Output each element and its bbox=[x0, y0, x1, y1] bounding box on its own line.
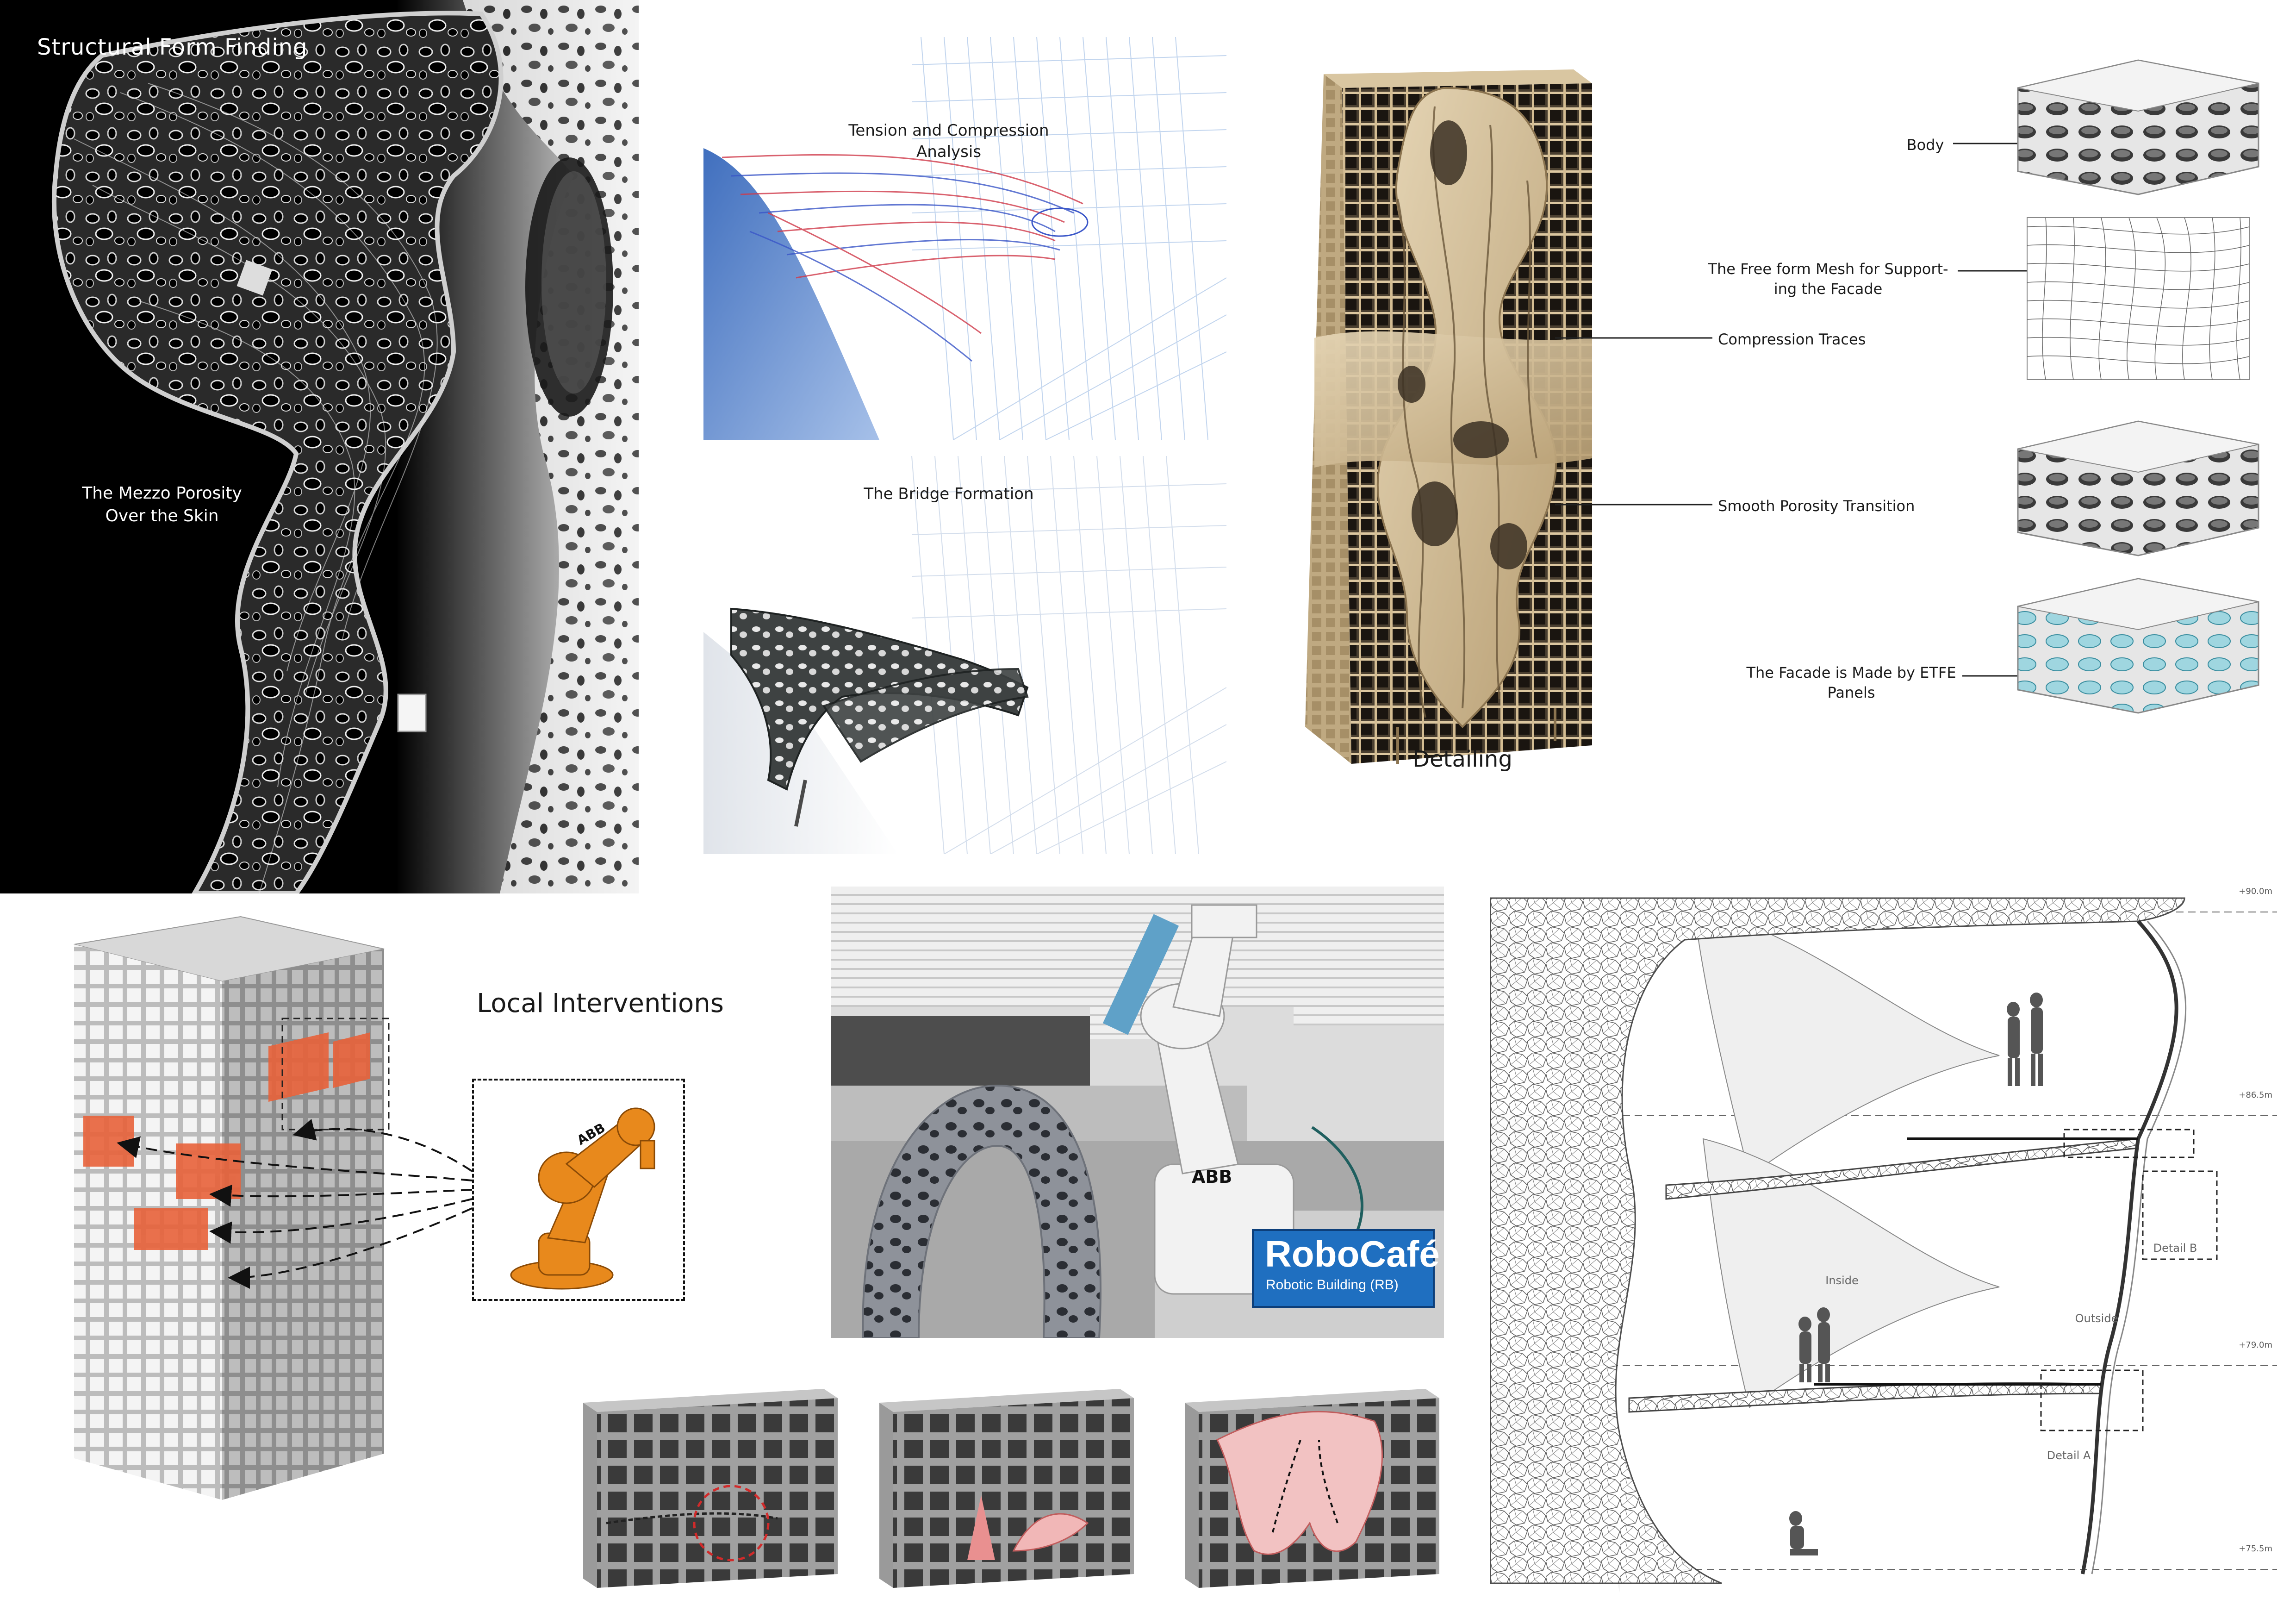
level-label-4: +75.5m bbox=[2239, 1544, 2272, 1554]
detailing-panel: Detailing bbox=[1296, 60, 1712, 782]
facade-label: The Facade is Made by ETFE Panels bbox=[1731, 663, 1972, 703]
robot-arm-box: ABB bbox=[472, 1079, 685, 1301]
local-interventions-title: Local Interventions bbox=[477, 988, 724, 1018]
section-drawing-panel: +90.0m +86.5m +79.0m +75.5m Inside Outsi… bbox=[1490, 880, 2277, 1602]
facade-label-line-2: Panels bbox=[1827, 684, 1875, 702]
bridge-formation-panel: The Bridge Formation bbox=[703, 456, 1226, 854]
robocafe-brand: RoboCafé bbox=[1265, 1233, 1440, 1274]
detail-a-label: Detail A bbox=[2047, 1449, 2091, 1462]
body-leader-line bbox=[1953, 143, 2022, 144]
component-stack-render bbox=[2017, 59, 2259, 714]
level-label-3: +79.0m bbox=[2239, 1340, 2272, 1350]
intervention-tower-render bbox=[74, 916, 390, 1500]
robot-abb-logo: ABB bbox=[1192, 1167, 1232, 1187]
intervention-arrows bbox=[117, 1119, 473, 1289]
structural-form-finding-title: Structural Form Finding bbox=[37, 34, 308, 60]
outside-label: Outside bbox=[2075, 1312, 2118, 1325]
robocafe-subtitle: Robotic Building (RB) bbox=[1266, 1277, 1399, 1293]
robocafe-badge: RoboCafé Robotic Building (RB) bbox=[1252, 1229, 1440, 1308]
detailing-title: Detailing bbox=[1412, 746, 1512, 772]
sequence-step-2 bbox=[879, 1389, 1134, 1588]
intervention-sequence-render bbox=[583, 1389, 1439, 1588]
mesh-label: The Free form Mesh for Support- ing the … bbox=[1694, 259, 1962, 299]
smooth-porosity-label: Smooth Porosity Transition bbox=[1718, 497, 1915, 515]
mesh-label-line-2: ing the Facade bbox=[1773, 280, 1883, 298]
mezzo-porosity-line-1: The Mezzo Porosity bbox=[82, 484, 242, 503]
robocafe-photo-panel: ABB RoboCafé Robotic Building (RB) bbox=[831, 887, 1444, 1338]
porous-skin-render bbox=[0, 0, 639, 893]
sequence-step-1 bbox=[583, 1389, 838, 1588]
bridge-formation-title: The Bridge Formation bbox=[864, 485, 1034, 503]
robocafe-photo: ABB bbox=[831, 887, 1444, 1338]
mezzo-porosity-label: The Mezzo Porosity Over the Skin bbox=[69, 482, 255, 527]
robot-arm-icon: ABB bbox=[510, 1107, 655, 1290]
compression-traces-label: Compression Traces bbox=[1718, 331, 1866, 348]
section-drawing bbox=[1490, 880, 2277, 1602]
tension-compression-render bbox=[703, 37, 1226, 440]
structural-form-finding-panel: Structural Form Finding The Mezzo Porosi… bbox=[0, 0, 639, 893]
sequence-step-3 bbox=[1185, 1389, 1439, 1588]
detailing-tower-render bbox=[1305, 69, 1712, 764]
body-label: Body bbox=[1906, 136, 1944, 154]
mesh-leader-line bbox=[1958, 270, 2027, 272]
mezzo-porosity-line-2: Over the Skin bbox=[105, 506, 219, 525]
level-label-2: +86.5m bbox=[2239, 1090, 2272, 1100]
tension-title-line-1: Tension and Compression bbox=[848, 121, 1049, 140]
inside-label: Inside bbox=[1825, 1274, 1859, 1287]
facade-leader-line bbox=[1962, 675, 2027, 677]
tension-title-line-2: Analysis bbox=[916, 142, 982, 161]
detail-b-label: Detail B bbox=[2153, 1242, 2197, 1255]
tension-analysis-panel: Tension and Compression Analysis bbox=[703, 37, 1226, 440]
facade-label-line-1: The Facade is Made by ETFE bbox=[1746, 664, 1956, 681]
mesh-label-line-1: The Free form Mesh for Support- bbox=[1708, 260, 1948, 278]
tension-analysis-title: Tension and Compression Analysis bbox=[796, 120, 1101, 163]
level-label-1: +90.0m bbox=[2239, 887, 2272, 896]
bridge-formation-render bbox=[703, 456, 1226, 854]
